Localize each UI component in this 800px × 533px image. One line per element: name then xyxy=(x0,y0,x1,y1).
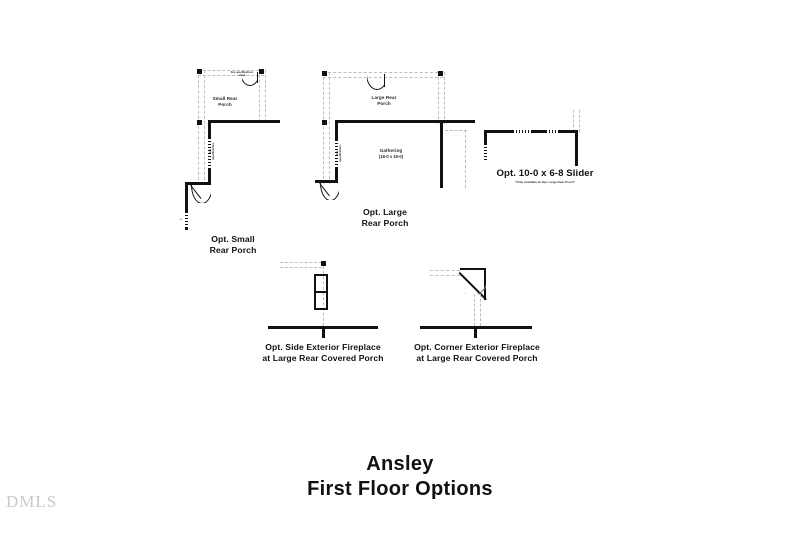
porch-door-swing xyxy=(367,74,385,90)
wall-stub xyxy=(322,326,325,338)
slider-opening xyxy=(513,130,531,133)
chase-centerline xyxy=(323,266,324,326)
slider-wall-mid xyxy=(531,130,546,133)
room-dimensions-gathering: (16-0 x 16-0) xyxy=(378,154,404,159)
caption-opt-slider: Opt. 10-0 x 6-8 Slider xyxy=(496,168,594,179)
exterior-wall-top xyxy=(208,120,280,123)
porch-post xyxy=(322,120,327,125)
porch-post xyxy=(259,69,264,74)
wall-stub xyxy=(474,326,477,338)
window-opening xyxy=(484,144,487,162)
slider-opening-2 xyxy=(546,130,558,133)
porch-left-edge xyxy=(198,70,205,180)
porch-left-edge xyxy=(323,72,330,184)
entry-door-swing xyxy=(320,183,339,200)
fireplace-wall-top xyxy=(314,274,328,276)
wall-spec-note: See specifications xyxy=(335,144,342,162)
page-title: Ansley xyxy=(366,453,434,475)
plan-opt-corner-exterior-fireplace: Opt. Corner Exterior Fireplace at Large … xyxy=(412,258,562,363)
slider-wall-vertical-right xyxy=(575,130,578,166)
porch-right-edge xyxy=(438,72,445,124)
fireplace-wall-bottom xyxy=(314,308,328,310)
slab-edge-top xyxy=(445,130,467,131)
porch-post xyxy=(197,69,202,74)
caption-opt-small-rear-porch: Opt. Small Rear Porch xyxy=(209,234,257,255)
fireplace-hearth-arc xyxy=(464,272,486,294)
mls-watermark: DMLS xyxy=(6,492,58,511)
window-opening xyxy=(185,212,188,228)
plan-opt-side-exterior-fireplace: Opt. Side Exterior Fireplace at Large Re… xyxy=(258,258,408,363)
gathering-wall-bottom-left xyxy=(315,180,338,183)
porch-door-leaf xyxy=(384,74,385,87)
wall-spec-note: See specifications xyxy=(208,142,215,160)
porch-top-edge xyxy=(198,70,264,76)
caption-opt-corner-exterior-fireplace: Opt. Corner Exterior Fireplace at Large … xyxy=(414,342,540,363)
room-label-small-rear-porch: Small Rear Porch xyxy=(212,96,238,107)
gathering-wall-right xyxy=(440,120,443,188)
room-label-gathering: Gathering xyxy=(379,148,403,153)
slab-edge-right xyxy=(573,110,580,132)
slider-wall-vertical-left xyxy=(484,130,487,144)
porch-post xyxy=(322,71,327,76)
porch-post xyxy=(197,120,202,125)
wall-spec-note-bottom: ••• xyxy=(179,218,183,221)
porch-post xyxy=(321,261,326,266)
porch-post xyxy=(438,71,443,76)
caption-opt-side-exterior-fireplace: Opt. Side Exterior Fireplace at Large Re… xyxy=(262,342,384,363)
spec-note: See specifications sheet xyxy=(230,71,254,78)
caption-opt-large-rear-porch: Opt. Large Rear Porch xyxy=(361,207,409,228)
page-subtitle: First Floor Options xyxy=(307,478,493,500)
plan-opt-large-rear-porch: Large Rear Porch Gathering (16-0 x 16-0)… xyxy=(315,62,495,242)
chase-edge xyxy=(474,294,481,326)
slider-wall-right xyxy=(558,130,578,133)
slider-wall-left xyxy=(484,130,513,133)
gathering-wall-top xyxy=(335,120,443,123)
slab-edge-right xyxy=(465,130,466,188)
gathering-wall-top-right xyxy=(443,120,475,123)
exterior-wall-left xyxy=(185,182,188,230)
exterior-wall-bottom xyxy=(185,182,211,185)
porch-door-leaf xyxy=(257,72,258,83)
plan-opt-small-rear-porch: See specifications sheet See specificati… xyxy=(180,62,300,262)
title-block: Ansley First Floor Options xyxy=(0,452,800,502)
fireplace-wall-top xyxy=(460,268,486,270)
entry-door-swing xyxy=(191,185,211,203)
porch-door-swing xyxy=(242,72,258,86)
porch-top-edge xyxy=(280,262,322,268)
porch-top-edge xyxy=(430,270,460,276)
room-label-large-rear-porch: Large Rear Porch xyxy=(371,95,397,106)
porch-right-edge xyxy=(259,70,266,122)
window-opening xyxy=(208,138,211,168)
caption-note-opt-slider: *Only Available w/ Opt. Large Rear Porch… xyxy=(515,180,575,184)
window-opening xyxy=(335,140,338,168)
fireplace-hearth-divider xyxy=(314,291,328,293)
plan-opt-slider: Opt. 10-0 x 6-8 Slider *Only Available w… xyxy=(480,110,610,200)
